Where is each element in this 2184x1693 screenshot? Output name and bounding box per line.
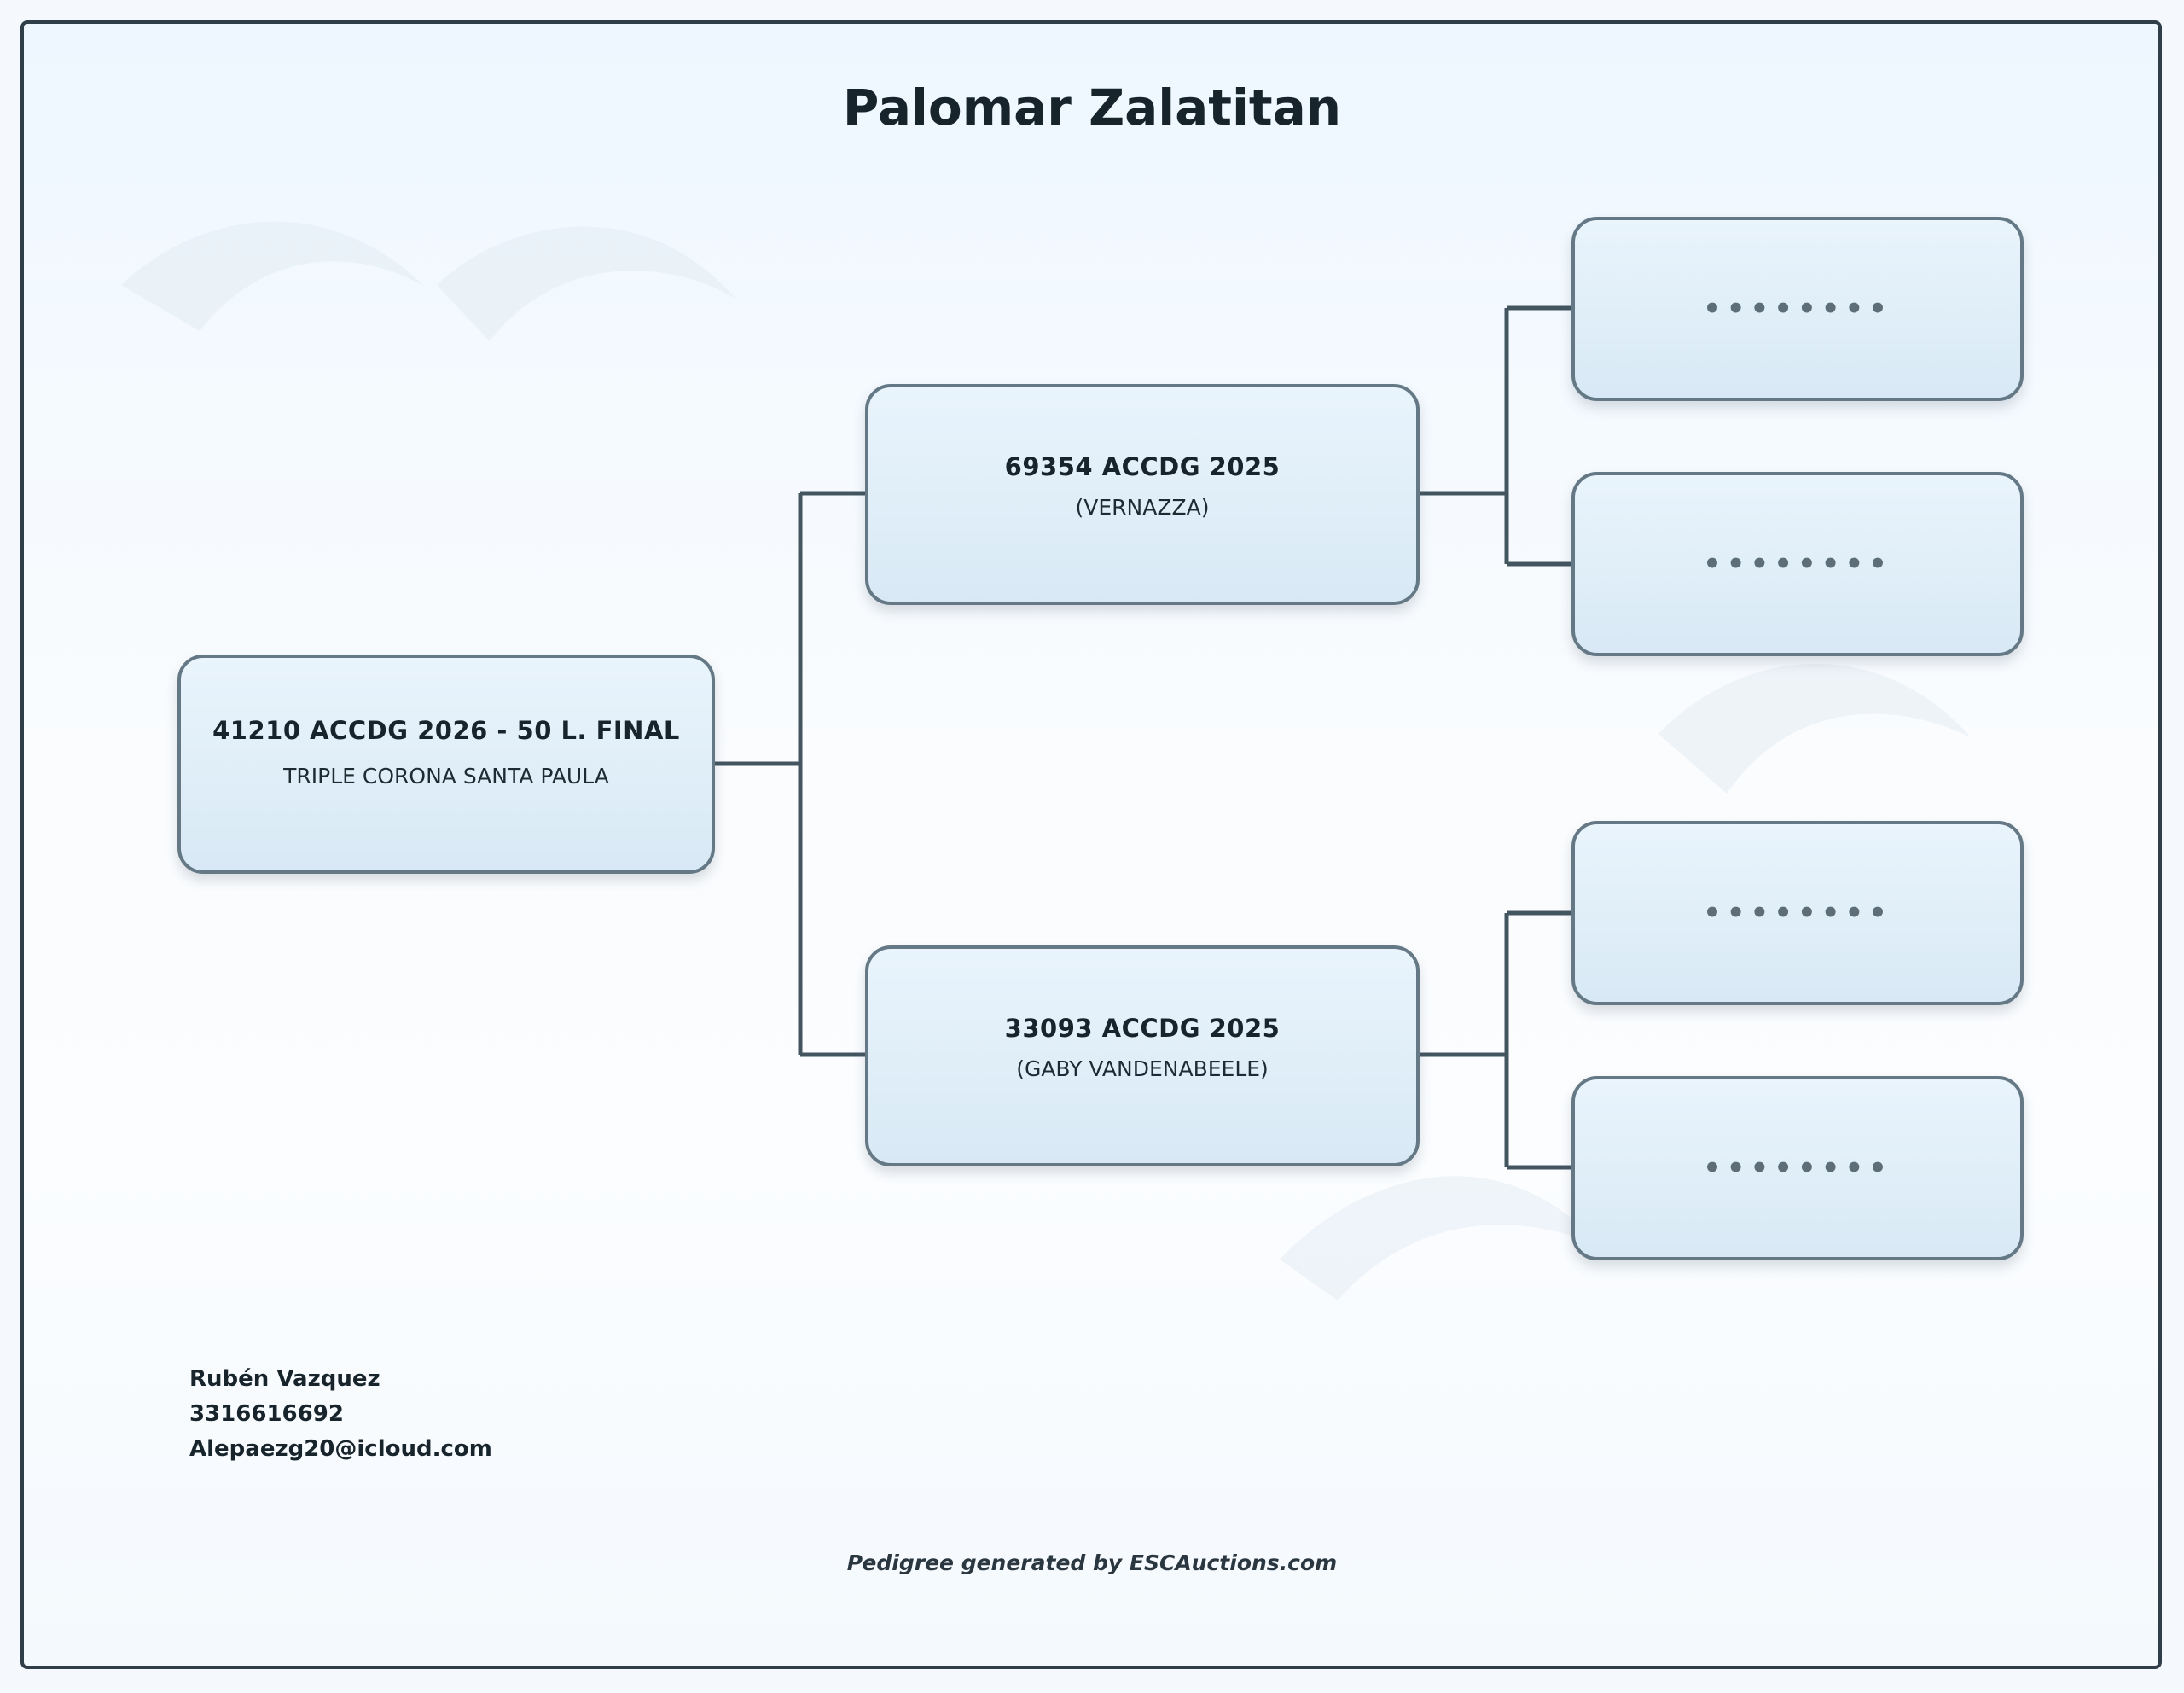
owner-contact: Rubén Vazquez 3316616692 Alepaezg20@iclo…: [189, 1362, 492, 1467]
connector-dam-grandparents: [1418, 910, 1573, 1170]
connector-subject-parents: [713, 491, 867, 1057]
owner-email: Alepaezg20@icloud.com: [189, 1436, 492, 1462]
subject-bird-name: TRIPLE CORONA SANTA PAULA: [283, 764, 609, 788]
unknown-placeholder: ••••••••: [1703, 292, 1892, 326]
dam-dam-card: ••••••••: [1571, 1076, 2024, 1260]
sire-card: 69354 ACCDG 2025 (VERNAZZA): [865, 384, 1420, 605]
page-title: Palomar Zalatitan: [842, 79, 1342, 137]
sire-band-id: 69354 ACCDG 2025: [1004, 452, 1281, 481]
subject-bird-card: 41210 ACCDG 2026 - 50 L. FINAL TRIPLE CO…: [177, 655, 715, 874]
sire-dam-card: ••••••••: [1571, 472, 2024, 656]
subject-band-id: 41210 ACCDG 2026 - 50 L. FINAL: [212, 716, 680, 745]
unknown-placeholder: ••••••••: [1703, 896, 1892, 930]
dam-sire-card: ••••••••: [1571, 821, 2024, 1005]
dam-name: (GABY VANDENABEELE): [1016, 1056, 1269, 1081]
sire-sire-card: ••••••••: [1571, 217, 2024, 401]
connector-sire-grandparents: [1418, 305, 1573, 567]
dam-band-id: 33093 ACCDG 2025: [1004, 1014, 1281, 1043]
sire-name: (VERNAZZA): [1075, 495, 1210, 520]
dam-card: 33093 ACCDG 2025 (GABY VANDENABEELE): [865, 945, 1420, 1166]
owner-name: Rubén Vazquez: [189, 1366, 380, 1392]
footer-credit: Pedigree generated by ESCAuctions.com: [846, 1550, 1338, 1575]
owner-phone: 3316616692: [189, 1401, 344, 1427]
unknown-placeholder: ••••••••: [1703, 547, 1892, 581]
unknown-placeholder: ••••••••: [1703, 1151, 1892, 1185]
